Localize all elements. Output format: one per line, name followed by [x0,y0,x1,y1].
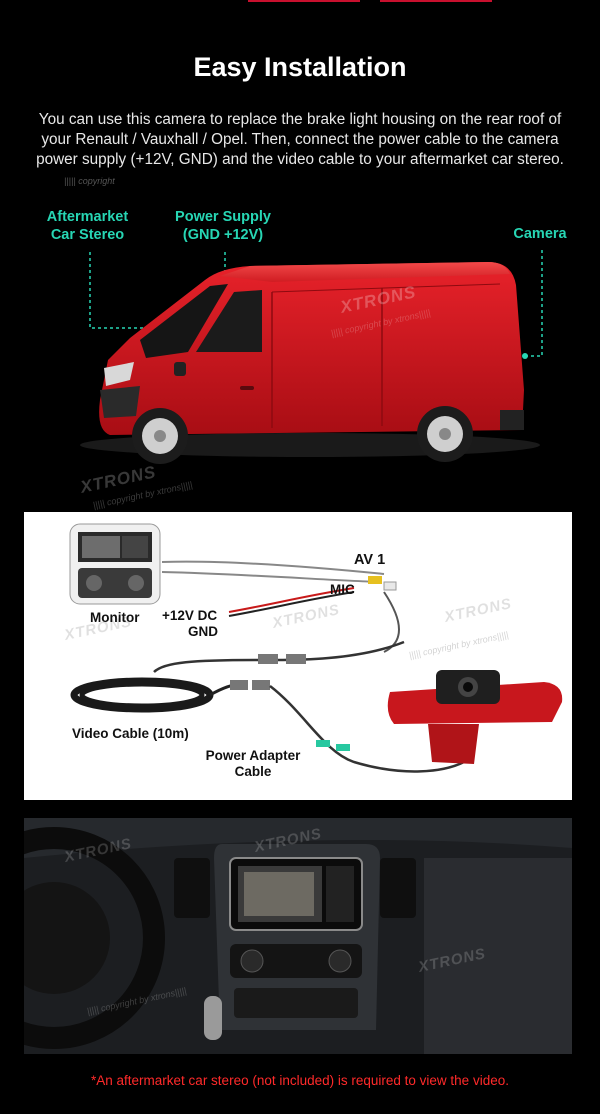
label-power-adapter: Power Adapter Cable [198,748,308,780]
callout-power-supply: Power Supply (GND +12V) [168,208,278,244]
dashboard-photo: XTRONS XTRONS XTRONS ||||| copyright by … [24,818,572,1054]
description-text: You can use this camera to replace the b… [36,111,564,168]
callout-car-stereo: Aftermarket Car Stereo [40,208,135,244]
callout-car-stereo-line1: Aftermarket [46,209,129,225]
label-power-adapter-line2: Cable [234,764,272,779]
top-accent-strip [0,0,600,6]
wiring-diagram: AV 1 MIC Monitor +12V DC GND Video Cable… [24,512,572,800]
label-power-dc: +12V DC [162,608,218,623]
dashboard-svg [24,818,572,1054]
van-illustration [0,240,600,510]
callout-power-line1: Power Supply [175,209,271,225]
footnote-text: *An aftermarket car stereo (not included… [91,1073,509,1088]
label-mic: MIC [330,582,355,597]
callout-camera: Camera [513,226,567,242]
van-svg [80,250,543,464]
accent-bar-left [248,0,360,2]
label-video-cable: Video Cable (10m) [72,726,189,741]
label-monitor: Monitor [90,610,140,625]
label-av1: AV 1 [354,552,386,568]
page-title: Easy Installation [193,52,407,82]
label-power-adapter-line1: Power Adapter [205,748,301,763]
label-gnd: GND [188,624,218,639]
callout-power-line2: (GND +12V) [182,227,264,243]
callout-car-stereo-line2: Car Stereo [50,227,125,243]
copyright-watermark: ||||| copyright [64,176,115,186]
accent-bar-right [380,0,492,2]
wiring-svg [69,523,563,773]
